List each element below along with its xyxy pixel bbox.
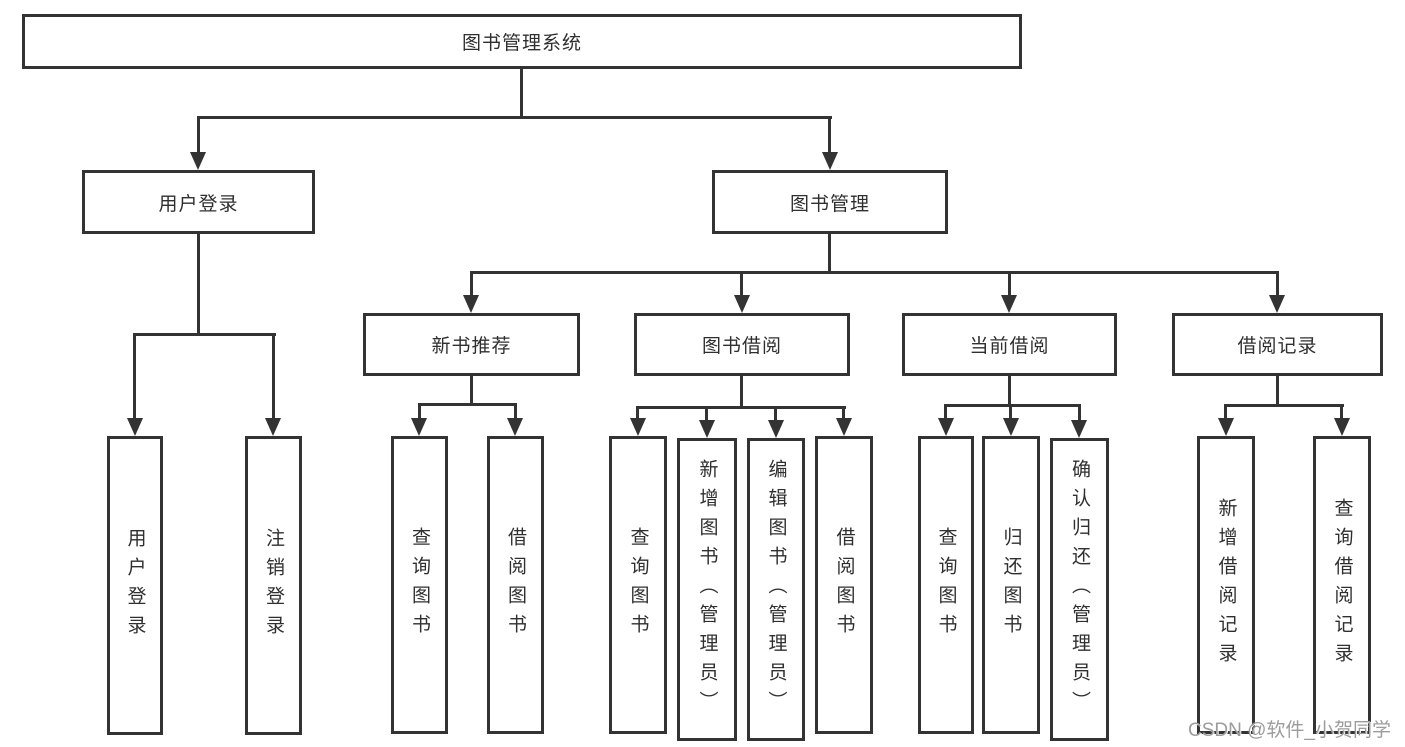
csdn-watermark: CSDN @软件_小贺同学 [1188, 720, 1391, 741]
arrowhead-icon [1001, 295, 1017, 313]
node-label: 当前借阅 [969, 336, 1050, 357]
node-label: 查询图书 [627, 527, 649, 643]
node-query-borrow-record: 查询借阅记录 [1313, 436, 1371, 734]
node-label: 借阅图书 [833, 527, 855, 643]
connector-line [1340, 404, 1343, 420]
node-root: 图书管理系统 [22, 14, 1022, 69]
node-borrowing-records: 借阅记录 [1172, 313, 1383, 376]
arrowhead-icon [1334, 418, 1350, 436]
node-label: 归还图书 [1000, 527, 1022, 643]
node-add-borrow-record: 新增借阅记录 [1197, 436, 1255, 734]
connector-line [944, 404, 947, 420]
arrowhead-icon [1269, 295, 1285, 313]
arrowhead-icon [822, 152, 838, 170]
connector-line [1009, 404, 1012, 420]
connector-line [636, 406, 846, 409]
connector-line [1224, 404, 1227, 420]
node-current-borrowing: 当前借阅 [902, 313, 1117, 376]
connector-line [272, 333, 275, 421]
arrowhead-icon [836, 418, 852, 436]
connector-line [1008, 271, 1011, 297]
connector-line [514, 403, 517, 420]
node-label: 新增图书（管理员） [696, 459, 718, 720]
node-label: 新增借阅记录 [1215, 498, 1237, 672]
node-label: 新书推荐 [431, 336, 512, 357]
node-confirm-return-admin: 确认归还（管理员） [1050, 438, 1109, 741]
node-label: 注销登录 [263, 527, 284, 644]
connector-line [1078, 404, 1081, 422]
connector-line [842, 406, 845, 420]
connector-line [828, 116, 831, 154]
node-borrow-books-recommend: 借阅图书 [487, 436, 544, 734]
connector-line [1276, 271, 1279, 297]
connector-line [1224, 404, 1344, 407]
node-book-borrowing: 图书借阅 [634, 313, 850, 376]
node-return-books: 归还图书 [982, 436, 1040, 734]
node-label: 编辑图书（管理员） [765, 459, 787, 720]
node-borrow-books-borrowing: 借阅图书 [815, 436, 873, 734]
node-query-books-recommend: 查询图书 [391, 436, 448, 734]
node-add-books-admin: 新增图书（管理员） [677, 438, 737, 741]
node-label: 用户登录 [124, 527, 146, 644]
arrowhead-icon [127, 418, 143, 436]
connector-line [636, 406, 639, 420]
arrowhead-icon [630, 418, 646, 436]
arrowhead-icon [1218, 418, 1234, 436]
arrowhead-icon [411, 418, 427, 436]
connector-line [944, 404, 1081, 407]
arrowhead-icon [699, 420, 715, 438]
node-label: 查询图书 [409, 527, 430, 643]
connector-line [418, 403, 421, 420]
node-new-book-recommend: 新书推荐 [363, 313, 580, 376]
node-query-books-borrowing: 查询图书 [609, 436, 667, 734]
connector-line [197, 116, 200, 154]
node-query-books-current: 查询图书 [918, 436, 974, 734]
arrowhead-icon [734, 295, 750, 313]
arrowhead-icon [265, 418, 281, 436]
arrowhead-icon [1003, 418, 1019, 436]
node-label: 确认归还（管理员） [1069, 459, 1090, 720]
node-label: 查询借阅记录 [1331, 498, 1353, 672]
connector-line [774, 406, 777, 422]
node-label: 用户登录 [158, 193, 239, 215]
node-logout: 注销登录 [245, 436, 302, 735]
connector-line [133, 333, 136, 421]
arrowhead-icon [1071, 420, 1087, 438]
node-user-login: 用户登录 [107, 436, 163, 735]
connector-line [470, 271, 473, 297]
connector-line [470, 376, 473, 406]
arrowhead-icon [938, 418, 954, 436]
connector-line [705, 406, 708, 422]
connector-line [133, 333, 276, 336]
connector-line [1276, 376, 1279, 407]
connector-line [740, 271, 743, 297]
connector-line [1008, 376, 1011, 407]
arrowhead-icon [768, 420, 784, 438]
arrowhead-icon [507, 418, 523, 436]
node-label: 图书管理系统 [461, 33, 582, 54]
connector-line [418, 403, 517, 406]
node-label: 借阅记录 [1237, 336, 1318, 357]
node-user-login-group: 用户登录 [82, 170, 315, 234]
arrowhead-icon [190, 152, 206, 170]
node-edit-books-admin: 编辑图书（管理员） [747, 438, 805, 741]
connector-line [197, 234, 200, 336]
connector-line [740, 376, 743, 409]
node-label: 借阅图书 [505, 527, 526, 643]
node-book-management: 图书管理 [712, 170, 948, 234]
connector-line [470, 271, 1279, 274]
connector-line [828, 234, 831, 274]
arrowhead-icon [463, 295, 479, 313]
connector-line [197, 116, 832, 119]
node-label: 图书管理 [789, 193, 870, 215]
node-label: 查询图书 [935, 527, 957, 643]
node-label: 图书借阅 [701, 336, 782, 357]
connector-line [520, 68, 523, 119]
